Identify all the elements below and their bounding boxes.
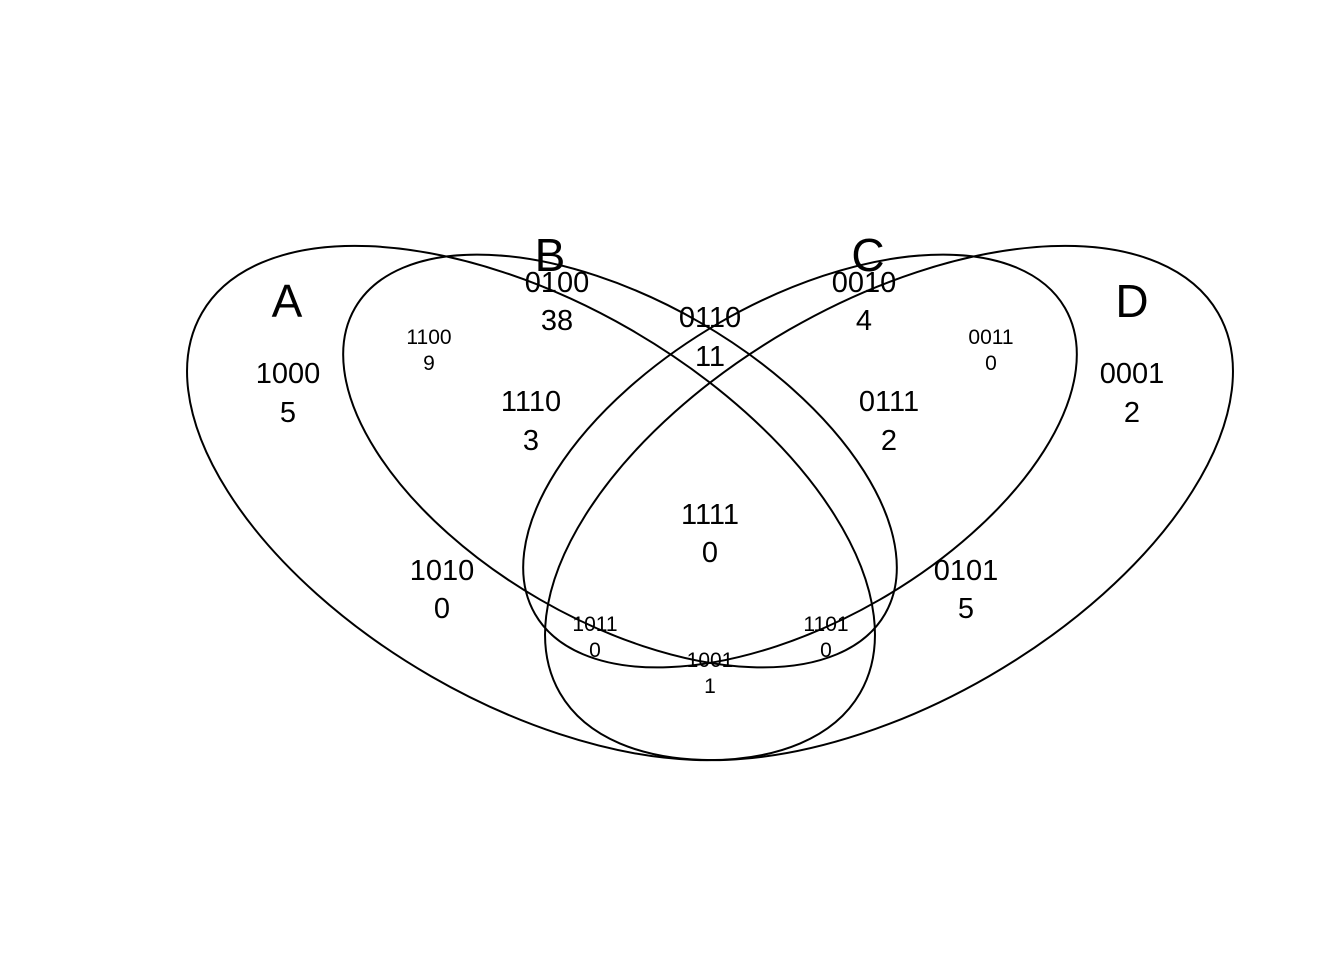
region-code: 0101	[934, 555, 999, 587]
region-count: 0	[985, 352, 997, 375]
region-count: 4	[856, 305, 872, 337]
region-code: 0111	[859, 386, 919, 418]
region-count: 0	[589, 639, 601, 662]
region-1101: 1101 0	[803, 613, 848, 662]
region-code: 0010	[832, 267, 897, 299]
region-count: 38	[541, 305, 573, 337]
region-0010: 0010 4	[832, 267, 897, 337]
region-0110: 0110 11	[679, 302, 741, 373]
region-0101: 0101 5	[934, 555, 999, 625]
set-d-ellipse	[544, 244, 1234, 762]
region-code: 1010	[410, 555, 475, 587]
region-code: 0001	[1100, 358, 1165, 390]
region-1110: 1110 3	[501, 386, 561, 457]
region-0100: 0100 38	[525, 267, 590, 337]
region-count: 0	[702, 537, 718, 569]
region-code: 0100	[525, 267, 590, 299]
region-1010: 1010 0	[410, 555, 475, 625]
region-count: 3	[523, 425, 539, 457]
region-count: 0	[434, 593, 450, 625]
region-count: 11	[695, 341, 725, 373]
region-count: 5	[958, 593, 974, 625]
set-b-ellipse	[342, 253, 898, 669]
region-code: 1001	[687, 649, 734, 672]
set-labels: A B C D	[272, 229, 1149, 327]
region-count: 9	[423, 352, 435, 375]
region-count: 5	[280, 397, 296, 429]
region-1000: 1000 5	[256, 358, 321, 429]
region-code: 0011	[968, 326, 1013, 349]
set-label-d: D	[1115, 275, 1148, 327]
region-count: 0	[820, 639, 832, 662]
region-0011: 0011 0	[968, 326, 1013, 375]
region-code: 1110	[501, 386, 561, 418]
set-a-ellipse	[186, 244, 876, 762]
region-code: 1011	[572, 613, 617, 636]
region-0111: 0111 2	[859, 386, 919, 457]
set-label-b: B	[535, 229, 566, 281]
region-code: 1000	[256, 358, 321, 390]
region-1011: 1011 0	[572, 613, 617, 662]
region-1111: 1111 0	[681, 499, 739, 569]
region-count: 2	[881, 425, 897, 457]
region-code: 1111	[681, 499, 739, 531]
set-label-a: A	[272, 275, 303, 327]
region-code: 1100	[406, 326, 451, 349]
region-labels: 1000 5 0100 38 0010 4 0001 2 1100 9 0110…	[256, 267, 1165, 698]
region-1100: 1100 9	[406, 326, 451, 375]
region-count: 1	[704, 675, 716, 698]
region-count: 2	[1124, 397, 1140, 429]
set-label-c: C	[851, 229, 884, 281]
region-code: 1101	[803, 613, 848, 636]
set-c-ellipse	[522, 253, 1078, 669]
region-0001: 0001 2	[1100, 358, 1165, 429]
region-1001: 1001 1	[687, 649, 734, 698]
region-code: 0110	[679, 302, 741, 334]
